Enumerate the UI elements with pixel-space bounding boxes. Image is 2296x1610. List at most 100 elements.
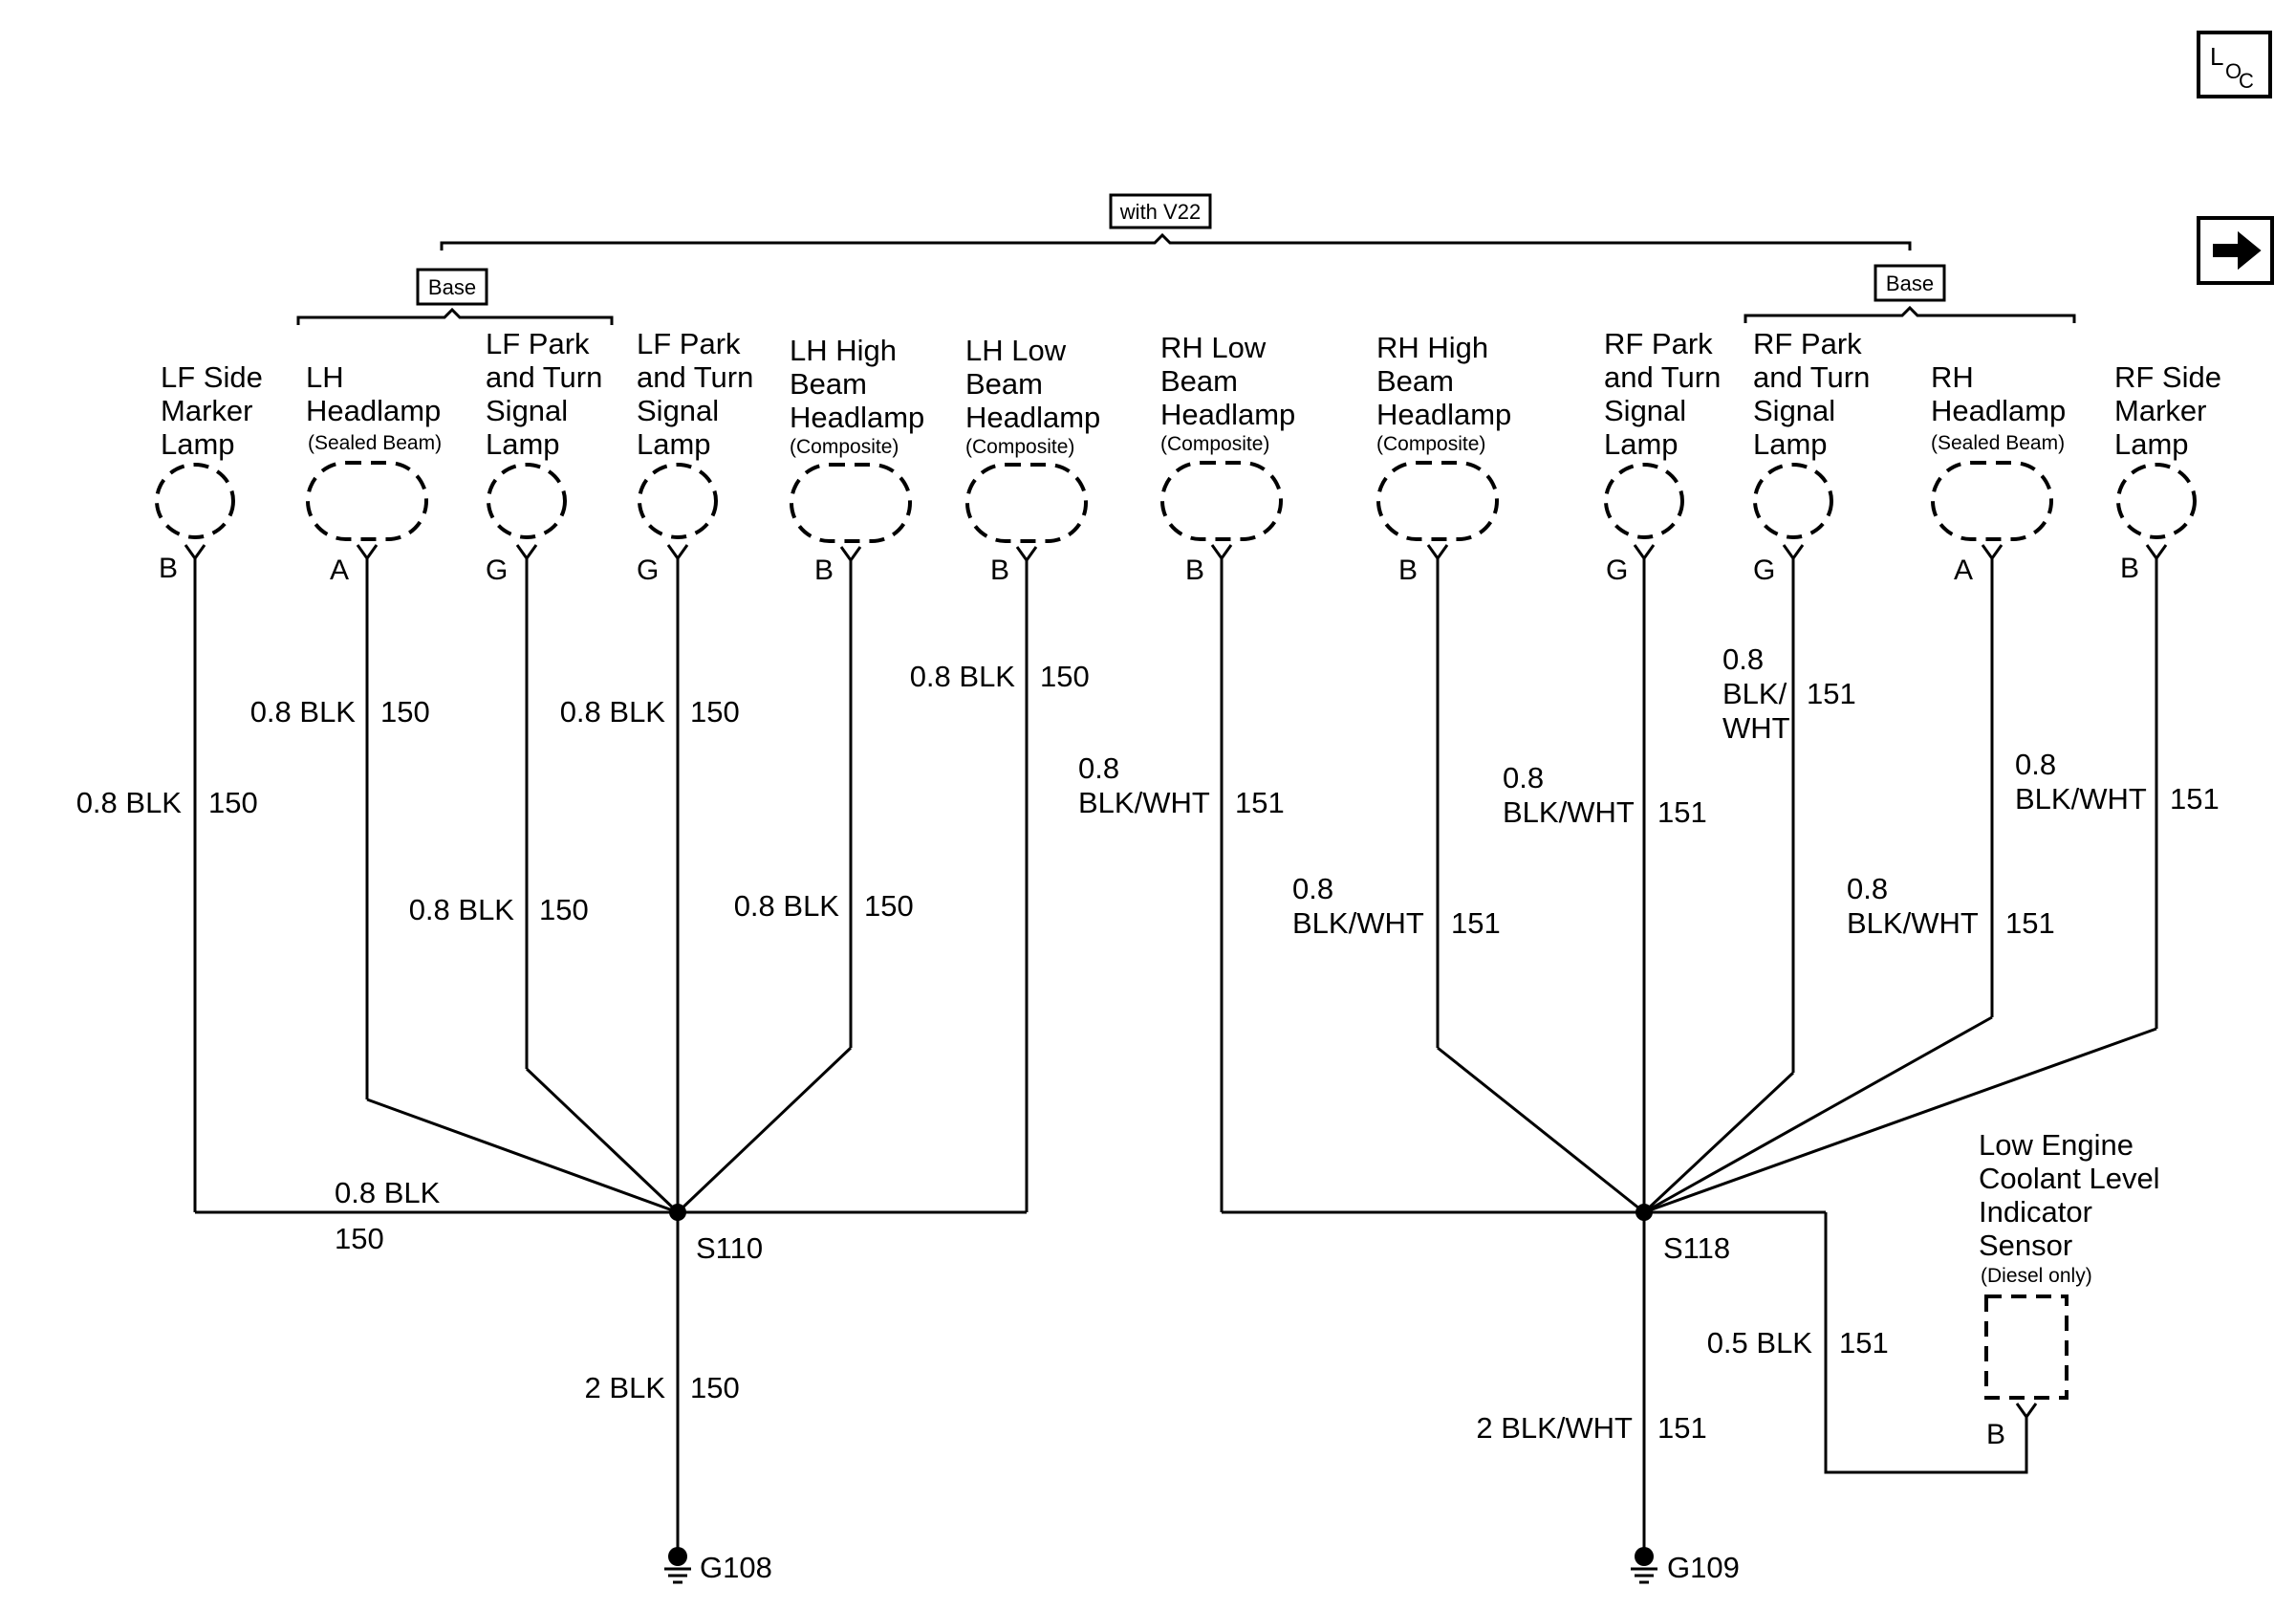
wire-lh-head-circuit: 150 — [380, 695, 430, 729]
location-icon[interactable]: L O C — [2197, 31, 2272, 98]
coolant-label-1: Low Engine — [1979, 1128, 2134, 1162]
lf-park2-label-3: Signal — [637, 394, 719, 427]
lh-high-sub: (Composite) — [790, 436, 899, 458]
wire-rf-park1-size-1: 0.8 — [1503, 761, 1544, 794]
lf-park2-label-1: LF Park — [637, 327, 741, 360]
rh-head-label-2: Headlamp — [1931, 394, 2066, 427]
wire-rh-low-size-1: 0.8 — [1078, 751, 1119, 785]
wire-rh-high-size-2: BLK/WHT — [1292, 906, 1424, 940]
wire-rh-high-size-1: 0.8 — [1292, 872, 1333, 905]
rh-high-label-3: Headlamp — [1376, 398, 1511, 431]
wire-rh-high-circuit: 151 — [1451, 906, 1501, 940]
wire-lh-low-size: 0.8 BLK — [910, 660, 1016, 693]
lh-low-label-2: Beam — [965, 367, 1043, 401]
lf-park1-pin: G — [486, 555, 508, 586]
lf-park1-label-2: and Turn — [486, 360, 602, 394]
rh-low-pin: B — [1185, 555, 1204, 586]
lh-high-label-1: LH High — [790, 334, 897, 367]
rf-park2-label-3: Signal — [1753, 394, 1835, 427]
lh-low-sub: (Composite) — [965, 436, 1074, 458]
rh-low-label-1: RH Low — [1160, 331, 1267, 364]
rf-side-pin: B — [2120, 553, 2139, 584]
wire-rf-park2-size-2: BLK/ — [1722, 677, 1787, 710]
rh-high-pin: B — [1398, 555, 1418, 586]
rf-side-label-3: Lamp — [2114, 427, 2189, 461]
base-bracket-right: Base — [1744, 264, 2076, 323]
lh-low-pin: B — [990, 555, 1009, 586]
lf-park1-label-1: LF Park — [486, 327, 590, 360]
coolant-sub: (Diesel only) — [1981, 1265, 2092, 1287]
lh-head-sub: (Sealed Beam) — [308, 432, 442, 454]
base-tag-right-label: Base — [1886, 272, 1934, 295]
lf-park2-label-4: Lamp — [637, 427, 711, 461]
rh-headlamp-sealed: RH Headlamp (Sealed Beam) A — [1931, 360, 2066, 586]
wire-left-bus-size: 0.8 BLK — [335, 1176, 441, 1209]
lh-high-beam-headlamp: LH High Beam Headlamp (Composite) B — [790, 334, 924, 586]
rf-side-marker-lamp: RF Side Marker Lamp B — [2114, 360, 2221, 584]
coolant-label-3: Indicator — [1979, 1195, 2092, 1229]
rh-low-label-2: Beam — [1160, 364, 1238, 398]
lh-high-label-3: Headlamp — [790, 401, 924, 434]
rh-head-pin: A — [1954, 555, 1973, 586]
wire-rh-head-size-2: BLK/WHT — [1847, 906, 1979, 940]
ground-g108-icon — [668, 1547, 687, 1566]
rh-low-label-3: Headlamp — [1160, 398, 1295, 431]
rh-high-sub: (Composite) — [1376, 433, 1485, 455]
coolant-label-2: Coolant Level — [1979, 1162, 2160, 1195]
rf-side-label-2: Marker — [2114, 394, 2206, 427]
wire-lf-side-circuit: 150 — [208, 786, 258, 819]
lf-park-turn-lamp-2: LF Park and Turn Signal Lamp G — [637, 327, 753, 586]
ground-g108-label: G108 — [700, 1551, 772, 1584]
coolant-pin: B — [1986, 1419, 2005, 1450]
rh-head-sub: (Sealed Beam) — [1931, 432, 2065, 454]
wire-lf-park2-size: 0.8 BLK — [560, 695, 666, 729]
rf-park-turn-lamp-1: RF Park and Turn Signal Lamp G — [1604, 327, 1721, 586]
wire-left-ground-circuit: 150 — [690, 1371, 740, 1404]
wire-left-ground-size: 2 BLK — [585, 1371, 666, 1404]
wire-coolant-circuit: 151 — [1839, 1326, 1889, 1360]
rf-side-label-1: RF Side — [2114, 360, 2221, 394]
rh-high-beam-headlamp: RH High Beam Headlamp (Composite) B — [1376, 331, 1511, 586]
lf-park-turn-lamp-1: LF Park and Turn Signal Lamp G — [486, 327, 602, 586]
lh-low-beam-headlamp: LH Low Beam Headlamp (Composite) B — [965, 334, 1100, 586]
wire-lh-head-size: 0.8 BLK — [250, 695, 357, 729]
rf-park2-label-1: RF Park — [1753, 327, 1862, 360]
splice-s118-label: S118 — [1663, 1231, 1730, 1265]
lf-park1-label-4: Lamp — [486, 427, 560, 461]
right-wire-labels: 0.8 BLK/WHT 151 0.8 BLK/WHT 151 0.8 BLK/… — [1078, 642, 2220, 1584]
lh-head-label-1: LH — [306, 360, 344, 394]
right-wiring — [1220, 574, 2158, 1584]
rf-park2-label-2: and Turn — [1753, 360, 1870, 394]
wire-lf-side-size: 0.8 BLK — [76, 786, 183, 819]
wire-rf-park2-size-1: 0.8 — [1722, 642, 1764, 676]
lh-low-label-1: LH Low — [965, 334, 1067, 367]
splice-s110-label: S110 — [696, 1231, 763, 1265]
arrow-right-icon[interactable] — [2197, 216, 2274, 285]
lh-head-label-2: Headlamp — [306, 394, 441, 427]
rh-high-label-1: RH High — [1376, 331, 1488, 364]
wire-lf-park2-circuit: 150 — [690, 695, 740, 729]
lh-low-label-3: Headlamp — [965, 401, 1100, 434]
left-wiring — [193, 574, 1029, 1584]
wire-rh-low-circuit: 151 — [1235, 786, 1285, 819]
rf-park1-pin: G — [1606, 555, 1628, 586]
lf-park2-pin: G — [637, 555, 659, 586]
lf-side-label-1: LF Side — [161, 360, 263, 394]
wire-lf-park1-circuit: 150 — [539, 893, 589, 926]
loc-letter-o: O — [2225, 59, 2242, 83]
loc-letter-c: C — [2239, 69, 2254, 93]
wire-rf-park2-circuit: 151 — [1807, 677, 1856, 710]
base-bracket-left: Base — [296, 268, 614, 325]
loc-letter-l: L — [2210, 42, 2223, 71]
lf-park1-label-3: Signal — [486, 394, 568, 427]
lf-side-label-2: Marker — [161, 394, 252, 427]
wire-rh-low-size-2: BLK/WHT — [1078, 786, 1210, 819]
lf-side-marker-lamp: LF Side Marker Lamp B — [155, 360, 263, 584]
wire-rf-side-circuit: 151 — [2170, 782, 2220, 816]
lf-side-label-3: Lamp — [161, 427, 235, 461]
ground-g109-label: G109 — [1667, 1551, 1740, 1584]
rh-low-beam-headlamp: RH Low Beam Headlamp (Composite) B — [1160, 331, 1295, 586]
wire-right-ground-size: 2 BLK/WHT — [1476, 1411, 1633, 1445]
rf-park1-label-3: Signal — [1604, 394, 1686, 427]
